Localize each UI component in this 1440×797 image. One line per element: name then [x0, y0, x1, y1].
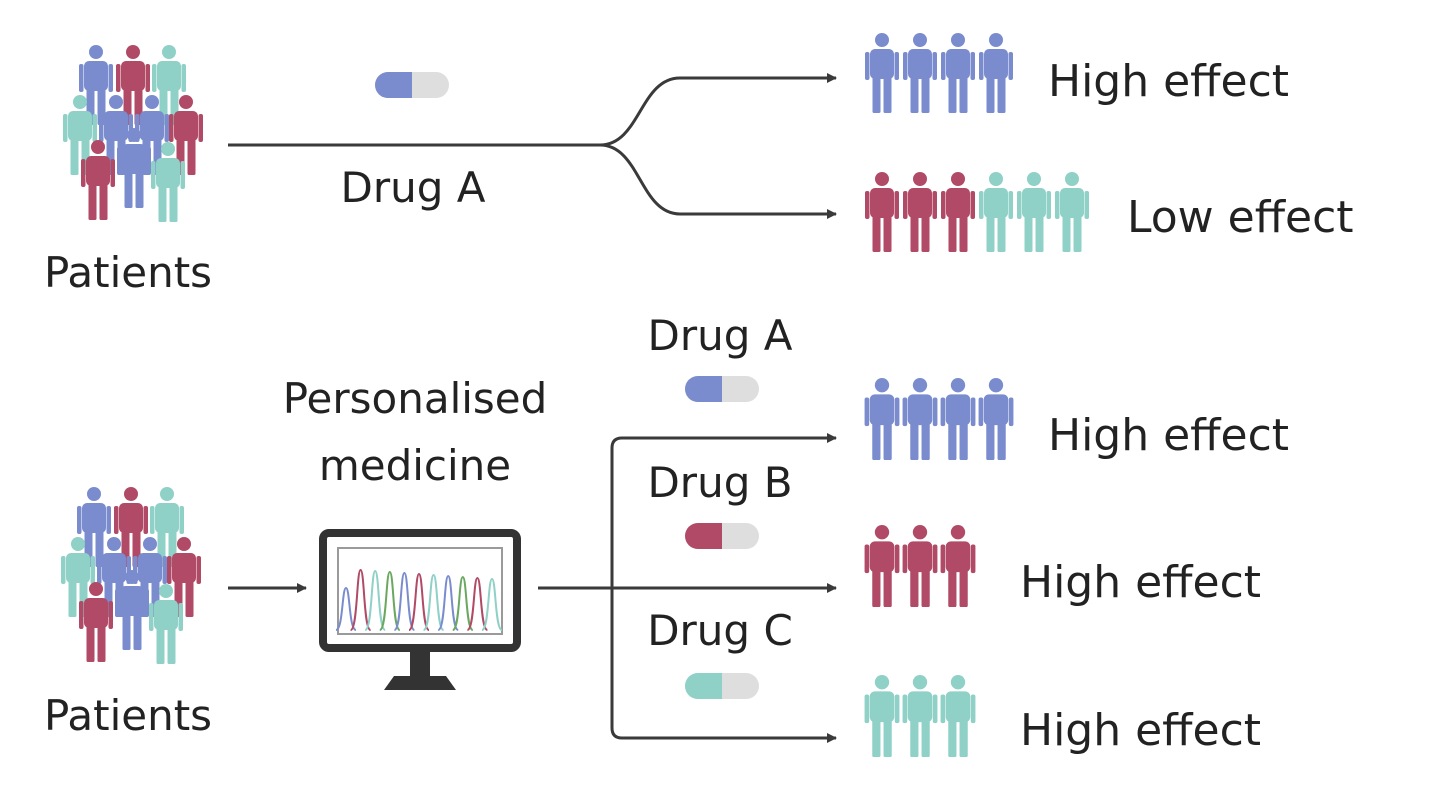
branch-connector	[610, 436, 836, 740]
monitor-chromatogram-icon	[319, 529, 521, 690]
person-icon	[940, 525, 976, 607]
person-icon	[117, 128, 151, 208]
person-icon	[79, 582, 113, 662]
person-icon	[1055, 172, 1089, 252]
person-icon	[940, 675, 976, 757]
arrow-high-effect	[599, 73, 837, 147]
patients-label: Patients	[44, 248, 212, 297]
drug-b-pill-icon	[685, 523, 759, 549]
personalised-label: Personalised	[283, 374, 548, 423]
high-effect-group-a	[864, 378, 1014, 460]
person-icon	[902, 378, 938, 460]
high-effect-group-c	[864, 675, 976, 757]
medicine-label: medicine	[319, 441, 511, 490]
person-icon	[903, 33, 937, 113]
person-icon	[979, 172, 1013, 252]
drug-a-label: Drug A	[648, 311, 793, 360]
person-icon	[149, 584, 183, 664]
drug-a-pill-icon	[685, 376, 759, 402]
chromatogram-peaks	[335, 568, 503, 631]
person-icon	[941, 33, 975, 113]
drug-c-pill-icon	[685, 673, 759, 699]
person-icon	[902, 675, 938, 757]
person-icon	[1017, 172, 1051, 252]
high-effect-label: High effect	[1048, 56, 1289, 107]
high-effect-label: High effect	[1020, 557, 1261, 608]
person-icon	[864, 675, 900, 757]
patients-crowd-icon	[61, 487, 201, 664]
drug-a-pill-icon	[375, 72, 449, 98]
low-effect-label: Low effect	[1127, 192, 1354, 243]
chromatogram-peak	[378, 570, 401, 631]
drug-c-label: Drug C	[647, 606, 793, 655]
person-icon	[864, 525, 900, 607]
chromatogram-peak	[335, 586, 357, 631]
person-icon	[902, 525, 938, 607]
person-icon	[864, 378, 900, 460]
chromatogram-peak	[364, 569, 387, 631]
person-icon	[115, 570, 149, 650]
top-section: Patients Drug A High effect Low effect	[44, 33, 1354, 297]
chromatogram-peak	[466, 576, 489, 631]
high-effect-group	[865, 33, 1013, 113]
person-icon	[865, 172, 899, 252]
chromatogram-peak	[393, 571, 416, 631]
person-icon	[865, 33, 899, 113]
person-icon	[979, 33, 1013, 113]
person-icon	[151, 142, 185, 222]
high-effect-group-b	[864, 525, 976, 607]
person-icon	[167, 537, 201, 617]
patients-crowd-icon	[63, 45, 203, 222]
patients-label: Patients	[44, 691, 212, 740]
person-icon	[81, 140, 115, 220]
drug-b-label: Drug B	[647, 458, 792, 507]
arrow-low-effect	[599, 143, 837, 219]
person-icon	[61, 537, 95, 617]
low-effect-group	[865, 172, 1089, 252]
chromatogram-peak	[451, 575, 474, 631]
person-icon	[941, 172, 975, 252]
chromatogram-peak	[349, 568, 372, 631]
chromatogram-peak	[481, 577, 503, 631]
high-effect-label: High effect	[1048, 410, 1289, 461]
chromatogram-peak	[408, 572, 430, 631]
person-icon	[903, 172, 937, 252]
high-effect-label: High effect	[1020, 705, 1261, 756]
chromatogram-peak	[422, 573, 445, 631]
drug-a-label: Drug A	[341, 163, 486, 212]
person-icon	[978, 378, 1014, 460]
person-icon	[940, 378, 976, 460]
bottom-section: Patients Personalised medicine Drug A Hi…	[44, 311, 1289, 757]
chromatogram-peak	[437, 574, 460, 631]
